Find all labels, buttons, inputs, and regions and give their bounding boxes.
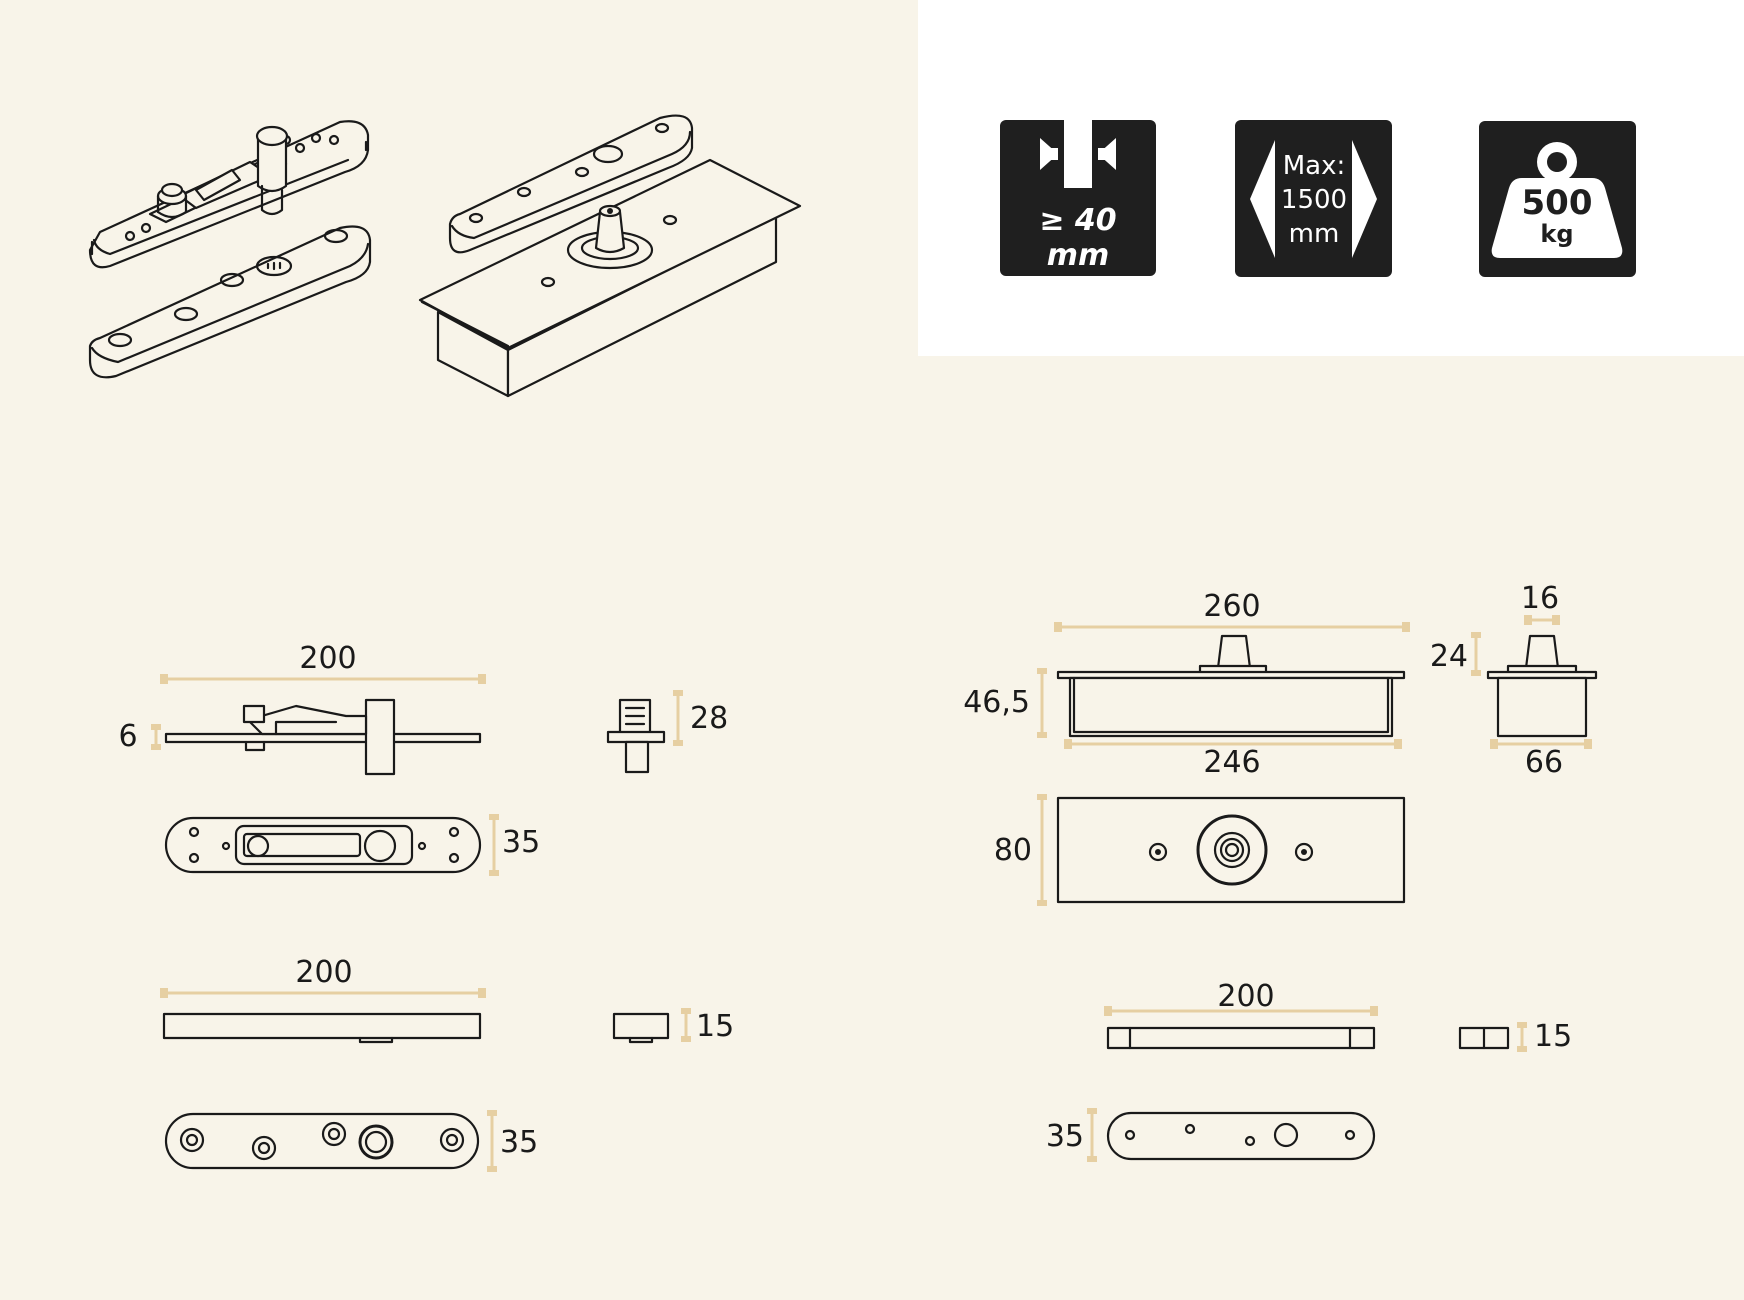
top-strap-elevation: 200 15 [1104, 979, 1572, 1054]
top-pivot-side: 28 [606, 690, 728, 774]
weight-icon: 500 kg [1479, 121, 1636, 277]
bottom-plate-plan: 35 [164, 1110, 538, 1172]
iso-top-pivot [88, 120, 370, 269]
weight-value: 500 [1522, 183, 1593, 223]
dim-floor-box-side-height: 24 [1430, 639, 1468, 674]
dim-top-pivot-plan-width: 35 [502, 825, 540, 860]
bottom-plate-elevation: 200 15 [160, 955, 734, 1044]
weight-unit: kg [1540, 220, 1573, 248]
top-strap-plan: 35 [1046, 1108, 1376, 1162]
thickness-line2: mm [1047, 238, 1110, 273]
iso-bottom-plate [88, 225, 372, 379]
top-pivot-elevation: 200 6 [118, 641, 486, 776]
dim-bottom-plate-plan-width: 35 [500, 1125, 538, 1160]
iso-floor-box [418, 158, 802, 398]
iso-top-strap [448, 114, 694, 254]
dim-top-strap-plan-width: 35 [1046, 1119, 1084, 1154]
door-width-icon: Max: 1500 mm [1235, 120, 1392, 277]
dim-top-pivot-length: 200 [299, 641, 356, 676]
thickness-line1: ≥ 40 [1039, 203, 1116, 238]
top-pivot-plan: 35 [164, 814, 540, 876]
dim-top-strap-length: 200 [1217, 979, 1274, 1014]
dim-floor-box-side-top: 16 [1521, 581, 1559, 616]
width-line1: Max: [1283, 151, 1346, 181]
dim-bottom-plate-side-height: 15 [696, 1009, 734, 1044]
glass-thickness-icon: ≥ 40 mm [1000, 120, 1156, 276]
dim-floor-box-cover-length: 260 [1203, 589, 1260, 624]
floor-box-plan: 80 [994, 794, 1406, 906]
dim-top-pivot-side-height: 28 [690, 701, 728, 736]
dim-bottom-plate-length: 200 [295, 955, 352, 990]
dim-top-strap-side-height: 15 [1534, 1019, 1572, 1054]
dim-floor-box-plan-width: 80 [994, 833, 1032, 868]
width-line3: mm [1289, 219, 1340, 249]
dim-floor-box-height: 46,5 [963, 685, 1030, 720]
floor-box-elevation: 260 46,5 246 [963, 589, 1410, 780]
dim-top-pivot-height: 6 [118, 719, 137, 754]
dim-floor-box-side-width: 66 [1525, 745, 1563, 780]
floor-box-side: 16 24 66 [1430, 581, 1598, 780]
dim-floor-box-length: 246 [1203, 745, 1260, 780]
width-line2: 1500 [1281, 185, 1347, 215]
